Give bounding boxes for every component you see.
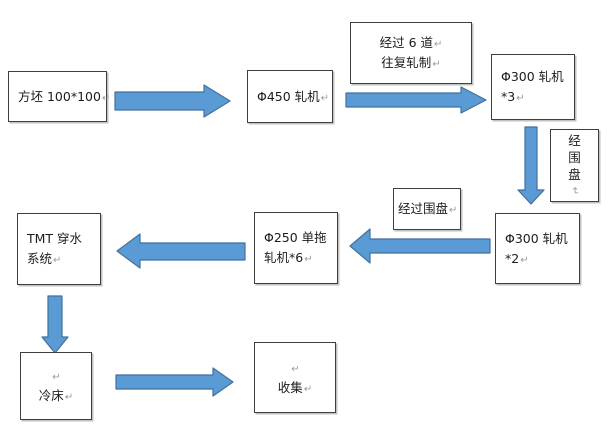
return-mark: ↵ <box>516 93 525 104</box>
node-mill300x2[interactable]: Φ300 轧机 *2↵ <box>495 213 580 284</box>
node-collection-text: 收集↵ <box>259 378 331 398</box>
return-mark: ↵ <box>303 383 313 395</box>
arrow-mill250-to-tmt[interactable] <box>116 233 246 269</box>
node-pass6-line1: 经过 6 道↵ <box>355 33 467 53</box>
node-mill250[interactable]: Φ250 单拖 轧机*6↵ <box>254 212 338 284</box>
node-pass6-line2: 往复轧制↵ <box>355 53 467 73</box>
return-mark: ↵ <box>101 92 111 104</box>
node-collection-empty-line: ↵ <box>259 358 331 378</box>
arrow-mill300x3-to-mill300x2[interactable] <box>517 126 545 205</box>
node-mill300x3[interactable]: Φ300 轧机 *3↵ <box>491 54 575 120</box>
return-mark: ↵ <box>304 254 313 265</box>
return-mark: ↵ <box>52 372 61 383</box>
return-mark: ↵ <box>449 205 458 216</box>
return-mark: ↵ <box>320 92 330 104</box>
return-mark-rotated: ↵ <box>569 187 581 196</box>
node-mill250-line1: Φ250 单拖 <box>264 230 327 245</box>
arrow-mill300x2-to-mill250[interactable] <box>349 228 491 264</box>
arrow-mill450-to-mill300x3[interactable] <box>345 86 487 114</box>
arrow-coolingbed-to-collection[interactable] <box>115 367 234 397</box>
return-mark: ↵ <box>432 59 441 70</box>
node-mill250-line2: 轧机*6↵ <box>264 248 331 268</box>
node-collection[interactable]: ↵ 收集↵ <box>254 342 336 413</box>
node-loop-vertical[interactable]: 经围盘 ↵ <box>550 129 599 202</box>
node-tmt-line2: 系统↵ <box>27 249 94 269</box>
node-via-loop[interactable]: 经过围盘↵ <box>393 188 461 230</box>
node-mill300x2-line2: *2↵ <box>505 249 573 269</box>
node-tmt-line1: TMT 穿水 <box>27 231 83 246</box>
node-mill300x3-line1: Φ300 轧机 <box>501 69 564 84</box>
node-via-loop-text: 经过围盘↵ <box>398 199 458 219</box>
return-mark: ↵ <box>434 39 443 50</box>
return-mark: ↵ <box>53 255 62 266</box>
node-cooling-bed-empty-line: ↵ <box>25 366 87 386</box>
arrow-billet-to-mill450[interactable] <box>114 84 231 118</box>
arrow-tmt-to-coolingbed[interactable] <box>41 295 69 354</box>
node-cooling-bed[interactable]: ↵ 冷床↵ <box>20 352 92 420</box>
node-loop-vertical-text: 经围盘 <box>568 132 581 183</box>
node-mill450-text: Φ450 轧机↵ <box>257 87 330 107</box>
node-pass6[interactable]: 经过 6 道↵ 往复轧制↵ <box>350 22 472 84</box>
return-mark: ↵ <box>520 254 529 266</box>
node-billet[interactable]: 方坯 100*100↵ <box>8 71 110 122</box>
node-tmt[interactable]: TMT 穿水 系统↵ <box>17 213 101 285</box>
node-mill300x3-line2: *3↵ <box>501 87 568 107</box>
return-mark: ↵ <box>64 392 74 403</box>
node-mill300x2-line1: Φ300 轧机 <box>505 230 568 246</box>
node-cooling-bed-text: 冷床↵ <box>25 386 87 406</box>
node-billet-text: 方坯 100*100↵ <box>18 87 110 107</box>
node-mill450[interactable]: Φ450 轧机↵ <box>247 70 333 123</box>
return-mark: ↵ <box>291 363 300 375</box>
